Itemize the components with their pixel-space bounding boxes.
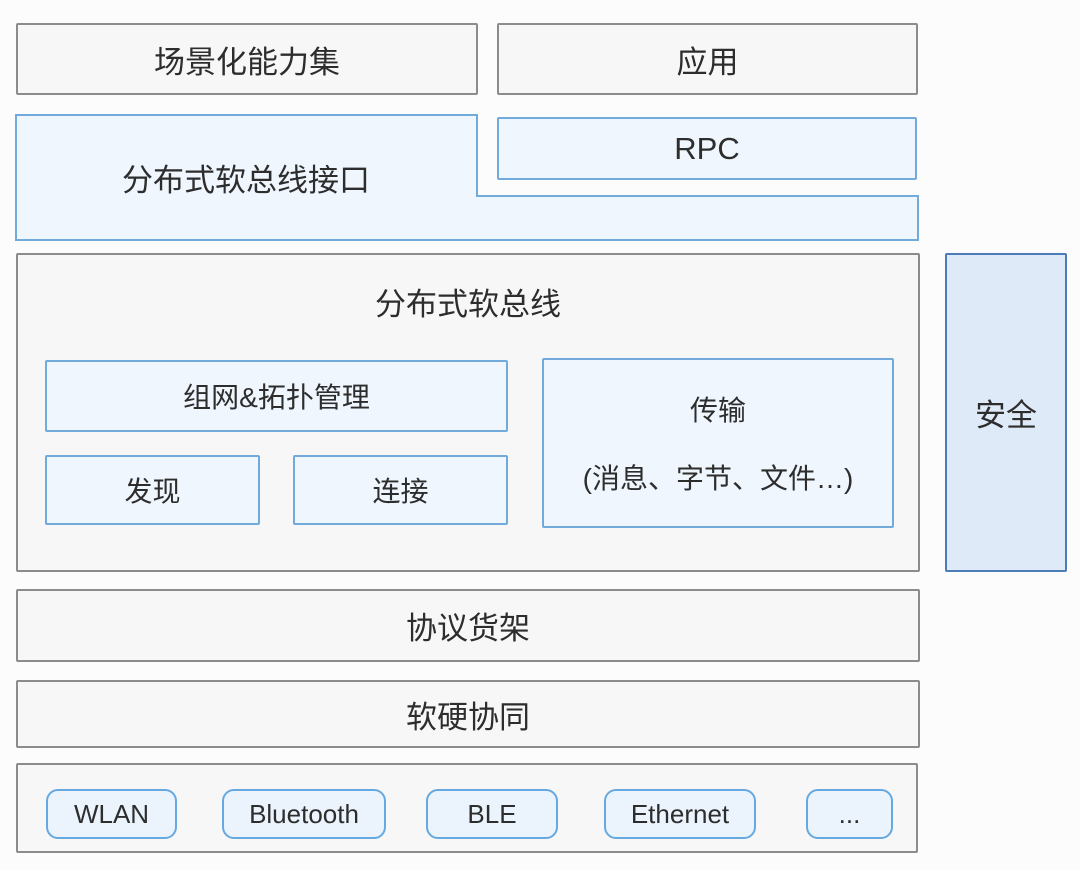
connection-box: 连接: [293, 455, 508, 525]
discovery-box: 发现: [45, 455, 260, 525]
networking-topology-box: 组网&拓扑管理: [45, 360, 508, 432]
connectivity-layer: WLAN Bluetooth BLE Ethernet ...: [16, 763, 918, 853]
protocol-shelf-layer: 协议货架: [16, 589, 920, 662]
bluetooth-pill: Bluetooth: [222, 789, 386, 839]
more-protocols-pill: ...: [806, 789, 893, 839]
softbus-interface-label: 分布式软总线接口: [122, 163, 370, 198]
transport-detail: (消息、字节、文件…): [582, 463, 854, 494]
ble-pill: BLE: [426, 789, 558, 839]
scenario-capability-layer: 场景化能力集: [16, 23, 478, 95]
application-layer: 应用: [497, 23, 918, 95]
rpc-box: RPC: [497, 117, 917, 180]
ethernet-pill: Ethernet: [604, 789, 756, 839]
hw-sw-synergy-layer: 软硬协同: [16, 680, 920, 748]
softbus-interface-shape: [15, 114, 919, 241]
security-bar: 安全: [945, 253, 1067, 572]
transport-title: 传输: [689, 395, 746, 426]
transport-box: 传输 (消息、字节、文件…): [542, 358, 894, 528]
wlan-pill: WLAN: [46, 789, 177, 839]
distributed-softbus-title: 分布式软总线: [375, 287, 561, 322]
